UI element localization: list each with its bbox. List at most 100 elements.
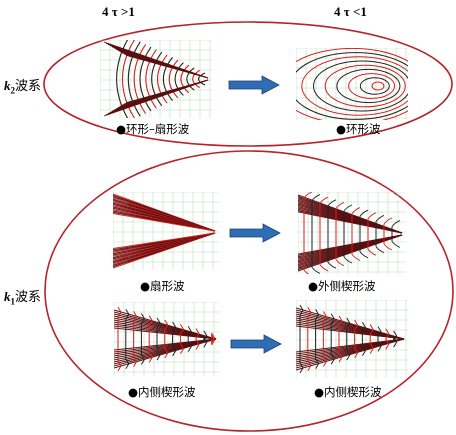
arrow-right-icon <box>230 334 282 354</box>
fan-line <box>125 54 209 79</box>
crest-line <box>148 315 153 363</box>
crest-cusp <box>391 241 401 248</box>
wave-arc <box>151 51 163 107</box>
fan-line <box>113 213 216 232</box>
wave-arc <box>162 57 174 101</box>
crest-line <box>338 315 343 363</box>
crest-line <box>346 317 351 361</box>
crest-cusp <box>319 264 329 272</box>
header-left: 4 τ >1 <box>102 4 135 19</box>
caption-fan-wave: ●扇形波 <box>140 279 185 293</box>
wave-arc <box>168 59 179 99</box>
crest-cusp <box>335 259 345 267</box>
header-right: 4 τ <1 <box>334 4 367 19</box>
wave-arc <box>139 46 152 112</box>
crest-line <box>179 324 184 354</box>
crest-line <box>133 311 138 367</box>
crest-cusp <box>327 199 337 207</box>
wave-arc <box>197 72 206 86</box>
caption-ring-wave: ●环形波 <box>336 122 381 136</box>
crest-line <box>195 328 200 350</box>
k1-wave-system-label: k1波系 <box>4 289 42 307</box>
crest-cusp <box>359 209 369 217</box>
ring-wave <box>359 77 390 95</box>
fan-line <box>113 232 216 249</box>
crest-cusp <box>383 217 393 225</box>
crest-line <box>361 322 366 356</box>
k2-wave-system-label: k2波系 <box>4 78 42 96</box>
crest-cusp <box>375 214 385 222</box>
crest-cusp <box>343 204 353 212</box>
crest-line <box>393 330 398 348</box>
crest-cusp <box>311 194 321 201</box>
ring-wave <box>313 60 408 112</box>
crest-line <box>187 326 192 352</box>
crest-line <box>156 317 161 361</box>
crest-cusp <box>391 220 401 227</box>
ring-wave <box>296 52 408 120</box>
crest-cusp <box>359 251 369 259</box>
ring-wave <box>348 73 396 99</box>
crest-line <box>369 324 374 354</box>
ring-wave <box>371 81 385 91</box>
wave-arc <box>180 64 190 94</box>
crest-cusp <box>367 248 377 256</box>
ring-wave-panel <box>296 48 408 120</box>
crest-cusp <box>327 261 337 269</box>
wave-arc <box>133 44 147 114</box>
fan-line <box>296 338 405 353</box>
crest-line <box>203 330 208 348</box>
wave-arc <box>186 67 195 91</box>
k2-group-ellipse <box>43 21 453 147</box>
arrow-right-icon <box>228 75 280 95</box>
crest-line <box>172 321 177 357</box>
crest-cusp <box>335 201 345 209</box>
crest-line <box>377 326 382 352</box>
wave-arc <box>116 40 129 118</box>
crest-line <box>299 304 304 374</box>
caption-outer-wedge-wave: ●外侧楔形波 <box>308 279 376 293</box>
ring-wave <box>301 56 408 116</box>
fan-wave-panel <box>113 192 219 270</box>
crest-cusp <box>375 246 385 254</box>
crest-cusp <box>367 212 377 220</box>
crest-line <box>117 306 122 372</box>
wave-arc <box>174 62 184 96</box>
fan-line <box>296 325 405 340</box>
fan-line <box>298 211 403 234</box>
crest-cusp <box>303 192 313 199</box>
crest-line <box>322 311 327 367</box>
inner-wedge-wave-panel-right <box>296 300 408 378</box>
ring-wave <box>324 64 406 108</box>
ring-wave <box>296 48 408 120</box>
wave-arc <box>121 40 135 118</box>
crest-line <box>164 319 169 359</box>
crest-line <box>385 328 390 350</box>
caption-ring-fan-wave: ●环形–扇形波 <box>116 122 190 136</box>
crest-line <box>315 309 320 369</box>
crest-cusp <box>343 256 353 264</box>
inner-wedge-wave-panel-left <box>114 302 220 376</box>
crest-cusp <box>319 196 329 204</box>
crest-line <box>307 306 312 372</box>
crest-cusp <box>351 207 361 214</box>
wave-arc <box>145 49 157 109</box>
k1-group-ellipse <box>44 150 454 432</box>
outer-wedge-wave-panel <box>298 192 406 274</box>
fan-line <box>125 79 209 104</box>
ring-fan-wave-panel <box>100 40 212 118</box>
crest-cusp <box>311 267 321 274</box>
crest-cusp <box>351 254 361 261</box>
caption-inner-wedge-wave-left: ●内侧楔形波 <box>128 385 196 399</box>
crest-cusp <box>303 269 310 274</box>
caption-inner-wedge-wave-right: ●内侧楔形波 <box>314 385 382 399</box>
ring-wave <box>336 68 401 104</box>
crest-line <box>211 332 216 346</box>
crest-line <box>125 308 130 370</box>
arrow-right-icon <box>229 223 281 243</box>
crest-cusp <box>383 243 393 251</box>
fan-line <box>298 234 403 255</box>
wave-arc <box>192 69 200 89</box>
crest-line <box>330 313 335 365</box>
